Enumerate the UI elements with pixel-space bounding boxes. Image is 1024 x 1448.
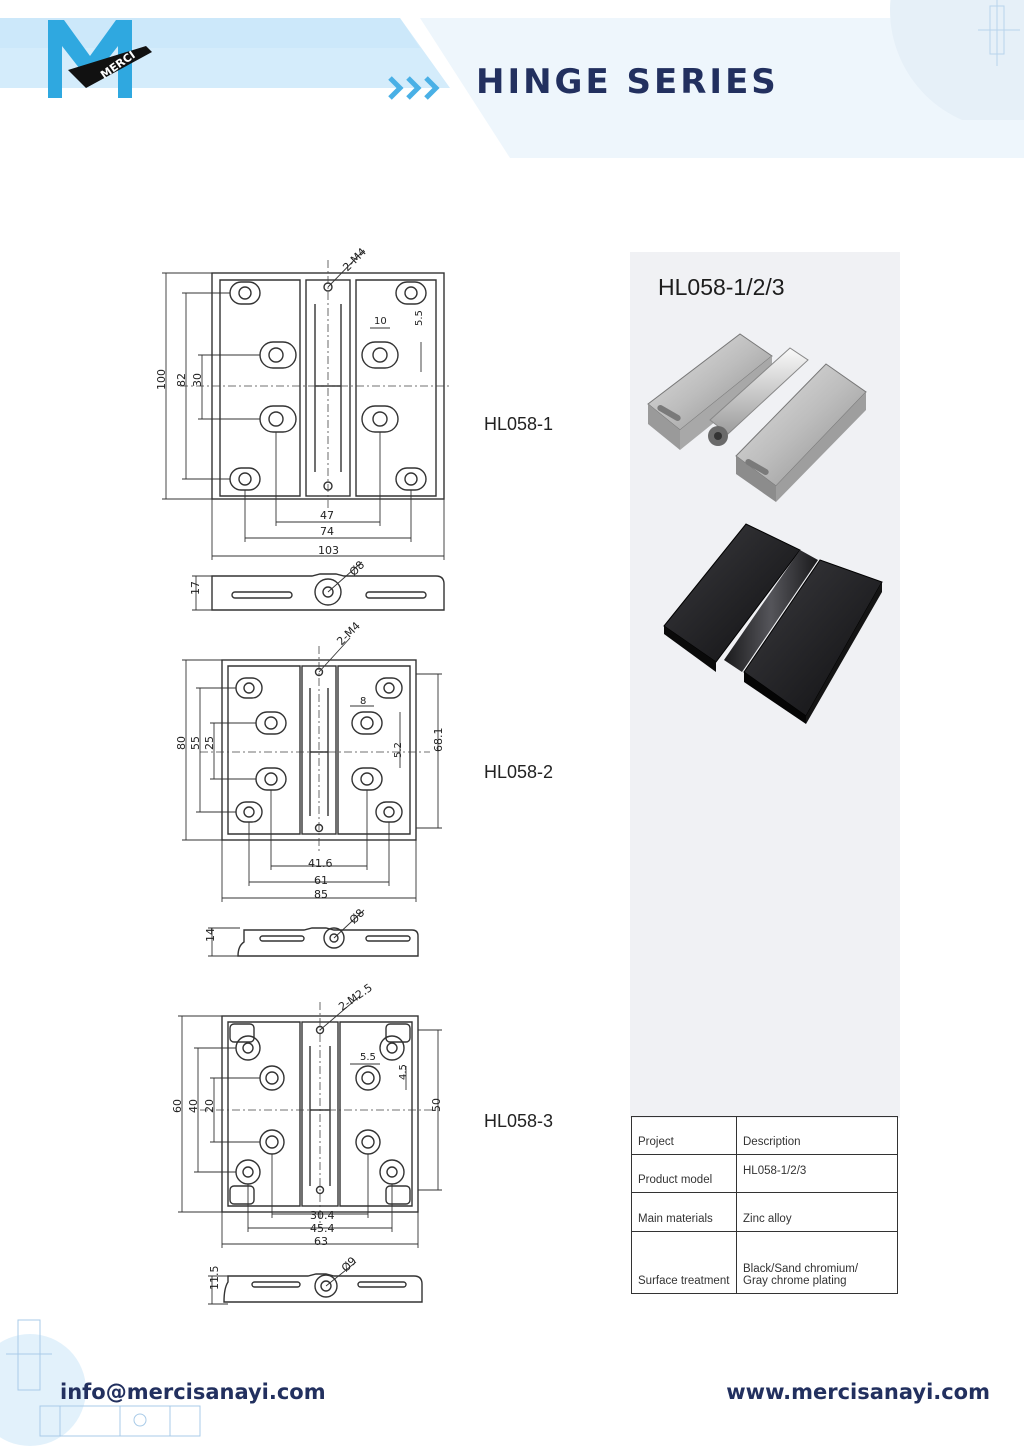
spec-row-value: HL058-1/2/3 bbox=[736, 1154, 898, 1194]
dim-slot-height: 5.2 bbox=[393, 742, 404, 758]
dim-width-total: 63 bbox=[314, 1235, 328, 1248]
dim-height-total: 100 bbox=[155, 369, 168, 390]
chevron-arrows-icon bbox=[388, 76, 440, 100]
silver-hinge-photo bbox=[647, 333, 867, 502]
dim-right: 68.1 bbox=[432, 728, 445, 753]
dim-height-holes: 40 bbox=[187, 1099, 200, 1113]
spec-row-value-line1: Black/Sand chromium/ bbox=[743, 1263, 859, 1275]
footer-website-link[interactable]: www.mercisanayi.com bbox=[726, 1380, 990, 1404]
footer-email-link[interactable]: info@mercisanayi.com bbox=[60, 1380, 326, 1404]
dim-slot-height: 4.5 bbox=[398, 1064, 409, 1080]
page-title: HINGE SERIES bbox=[476, 62, 779, 102]
dim-width-total: 85 bbox=[314, 888, 328, 901]
spec-row: Main materials Zinc alloy bbox=[631, 1192, 898, 1232]
dim-height-holes: 55 bbox=[189, 736, 202, 750]
spec-header-row: Project Description bbox=[631, 1115, 898, 1156]
thread-label: 2-M4 bbox=[334, 620, 363, 648]
dim-height-inner: 25 bbox=[203, 736, 216, 750]
drawing-hl058-3: 60 40 20 50 30.4 45.4 63 5.5 4.5 2-M2.5 … bbox=[171, 981, 443, 1305]
black-hinge-photo bbox=[663, 523, 883, 724]
model-label-hl058-2: HL058-2 bbox=[484, 762, 554, 782]
dim-slot-width: 10 bbox=[374, 316, 387, 327]
spec-row-value-line2: Gray chrome plating bbox=[743, 1275, 847, 1287]
spec-header-key: Project bbox=[631, 1115, 737, 1156]
product-code: HL058-1/2/3 bbox=[658, 274, 785, 300]
merci-logo: MERCI bbox=[48, 20, 152, 98]
spec-row-key: Main materials bbox=[631, 1192, 737, 1232]
dim-width-holes: 45.4 bbox=[310, 1222, 335, 1235]
spec-row-key: Product model bbox=[631, 1154, 737, 1194]
dim-height-inner: 30 bbox=[191, 373, 204, 387]
dim-width-inner: 41.6 bbox=[308, 857, 333, 870]
spec-row-key: Surface treatment bbox=[631, 1230, 737, 1295]
dim-height-inner: 20 bbox=[203, 1099, 216, 1113]
side-height: 11.5 bbox=[208, 1266, 221, 1291]
dim-height-holes: 82 bbox=[175, 373, 188, 387]
drawing-hl058-2: 80 55 25 68.1 41.6 61 85 8 5.2 2-M4 14 Ø… bbox=[175, 620, 445, 957]
dim-height-total: 60 bbox=[171, 1099, 184, 1113]
dim-slot-width: 5.5 bbox=[360, 1052, 376, 1063]
drawing-hl058-1: 100 82 30 47 74 103 10 5.5 2-M4 17 Ø8 bbox=[155, 245, 452, 611]
dim-slot-height: 5.5 bbox=[414, 310, 425, 326]
dim-width-inner: 30.4 bbox=[310, 1209, 335, 1222]
spec-row: Product model HL058-1/2/3 bbox=[631, 1154, 898, 1194]
corner-decoration bbox=[0, 1319, 201, 1446]
spec-table: Project Description Product model HL058-… bbox=[631, 1115, 898, 1295]
dim-width-holes: 74 bbox=[320, 525, 334, 538]
spec-row: Surface treatment Black/Sand chromium/ G… bbox=[631, 1230, 898, 1295]
dim-slot-width: 8 bbox=[360, 696, 366, 707]
side-diameter: Ø9 bbox=[339, 1254, 359, 1274]
dim-height-total: 80 bbox=[175, 736, 188, 750]
corner-decoration bbox=[890, 0, 1024, 120]
side-height: 17 bbox=[189, 581, 202, 595]
spec-header-value: Description bbox=[736, 1115, 898, 1156]
dim-width-holes: 61 bbox=[314, 874, 328, 887]
model-label-hl058-3: HL058-3 bbox=[484, 1111, 554, 1131]
thread-label: 2-M2.5 bbox=[336, 981, 375, 1013]
model-label-hl058-1: HL058-1 bbox=[484, 414, 554, 434]
spec-row-value: Zinc alloy bbox=[736, 1192, 898, 1232]
dim-width-inner: 47 bbox=[320, 509, 334, 522]
spec-row-value: Black/Sand chromium/ Gray chrome plating bbox=[736, 1230, 898, 1295]
dim-width-total: 103 bbox=[318, 544, 339, 557]
dim-right: 50 bbox=[430, 1098, 443, 1112]
thread-label: 2-M4 bbox=[340, 245, 369, 274]
side-height: 14 bbox=[204, 928, 217, 942]
